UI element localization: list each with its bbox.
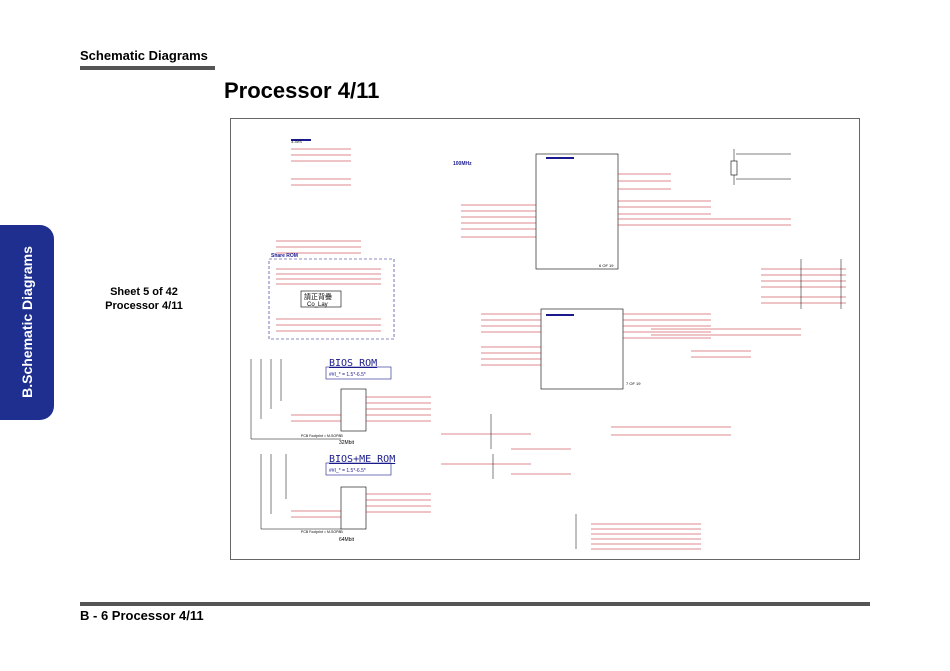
bios-note-box bbox=[325, 366, 392, 380]
bios-rom-note: ##I_* = 1.5*-6.5* bbox=[329, 372, 366, 378]
signal-wires bbox=[276, 148, 846, 550]
section-tab bbox=[0, 225, 54, 420]
section-tab-label: B.Schematic Diagrams bbox=[19, 246, 35, 398]
bios-rom-size: 32Mbit bbox=[339, 440, 355, 446]
sheet-caption: Sheet 5 of 42 Processor 4/11 bbox=[84, 285, 204, 313]
cpu-block-lpc-page: 7 OF 19 bbox=[626, 381, 641, 386]
co-lay-label: Co_Lay bbox=[307, 302, 328, 308]
schematic-drawing: 100MHz Share ROM 請正背疊 Co_Lay BIOS ROM ##… bbox=[230, 118, 860, 560]
crystal bbox=[730, 160, 738, 176]
net-lines bbox=[250, 149, 842, 549]
sheet-number: Sheet 5 of 42 bbox=[110, 286, 178, 298]
share-rom-label: Share ROM bbox=[271, 253, 298, 259]
co-lay-box bbox=[300, 290, 342, 308]
freq-label: 100MHz bbox=[453, 161, 472, 167]
bios-me-rom-footprint: PCB Footprint = M-SOP8B bbox=[301, 530, 343, 534]
cpu-block-clock-page: 6 OF 19 bbox=[599, 263, 614, 268]
bios-me-rom-note: ##I_* = 1.5*-6.5* bbox=[329, 468, 366, 474]
share-rom-box bbox=[268, 258, 395, 340]
cpu-block-lpc bbox=[540, 308, 624, 390]
footer-label: B - 6 Processor 4/11 bbox=[80, 608, 204, 623]
bios-rom-footprint: PCB Footprint = M-SOP8B bbox=[301, 434, 343, 438]
footer-divider bbox=[80, 602, 870, 606]
bios-me-rom-label: BIOS+ME ROM bbox=[329, 454, 395, 465]
bios-me-note-box bbox=[325, 462, 392, 476]
power-label: 3.3VS bbox=[291, 139, 302, 144]
sheet-title: Processor 4/11 bbox=[105, 300, 183, 312]
bios-rom-label: BIOS ROM bbox=[329, 358, 377, 369]
chinese-note: 請正背疊 bbox=[304, 292, 332, 301]
header-title: Schematic Diagrams bbox=[80, 48, 208, 63]
bios-rom-ic bbox=[340, 388, 367, 432]
bios-me-rom-ic bbox=[340, 486, 367, 530]
schematic-canvas: 100MHz Share ROM 請正背疊 Co_Lay BIOS ROM ##… bbox=[250, 139, 846, 550]
header-divider bbox=[80, 66, 215, 70]
bios-me-rom-size: 64Mbit bbox=[339, 537, 355, 543]
cpu-block-clock bbox=[535, 153, 619, 270]
page-title: Processor 4/11 bbox=[224, 78, 380, 103]
